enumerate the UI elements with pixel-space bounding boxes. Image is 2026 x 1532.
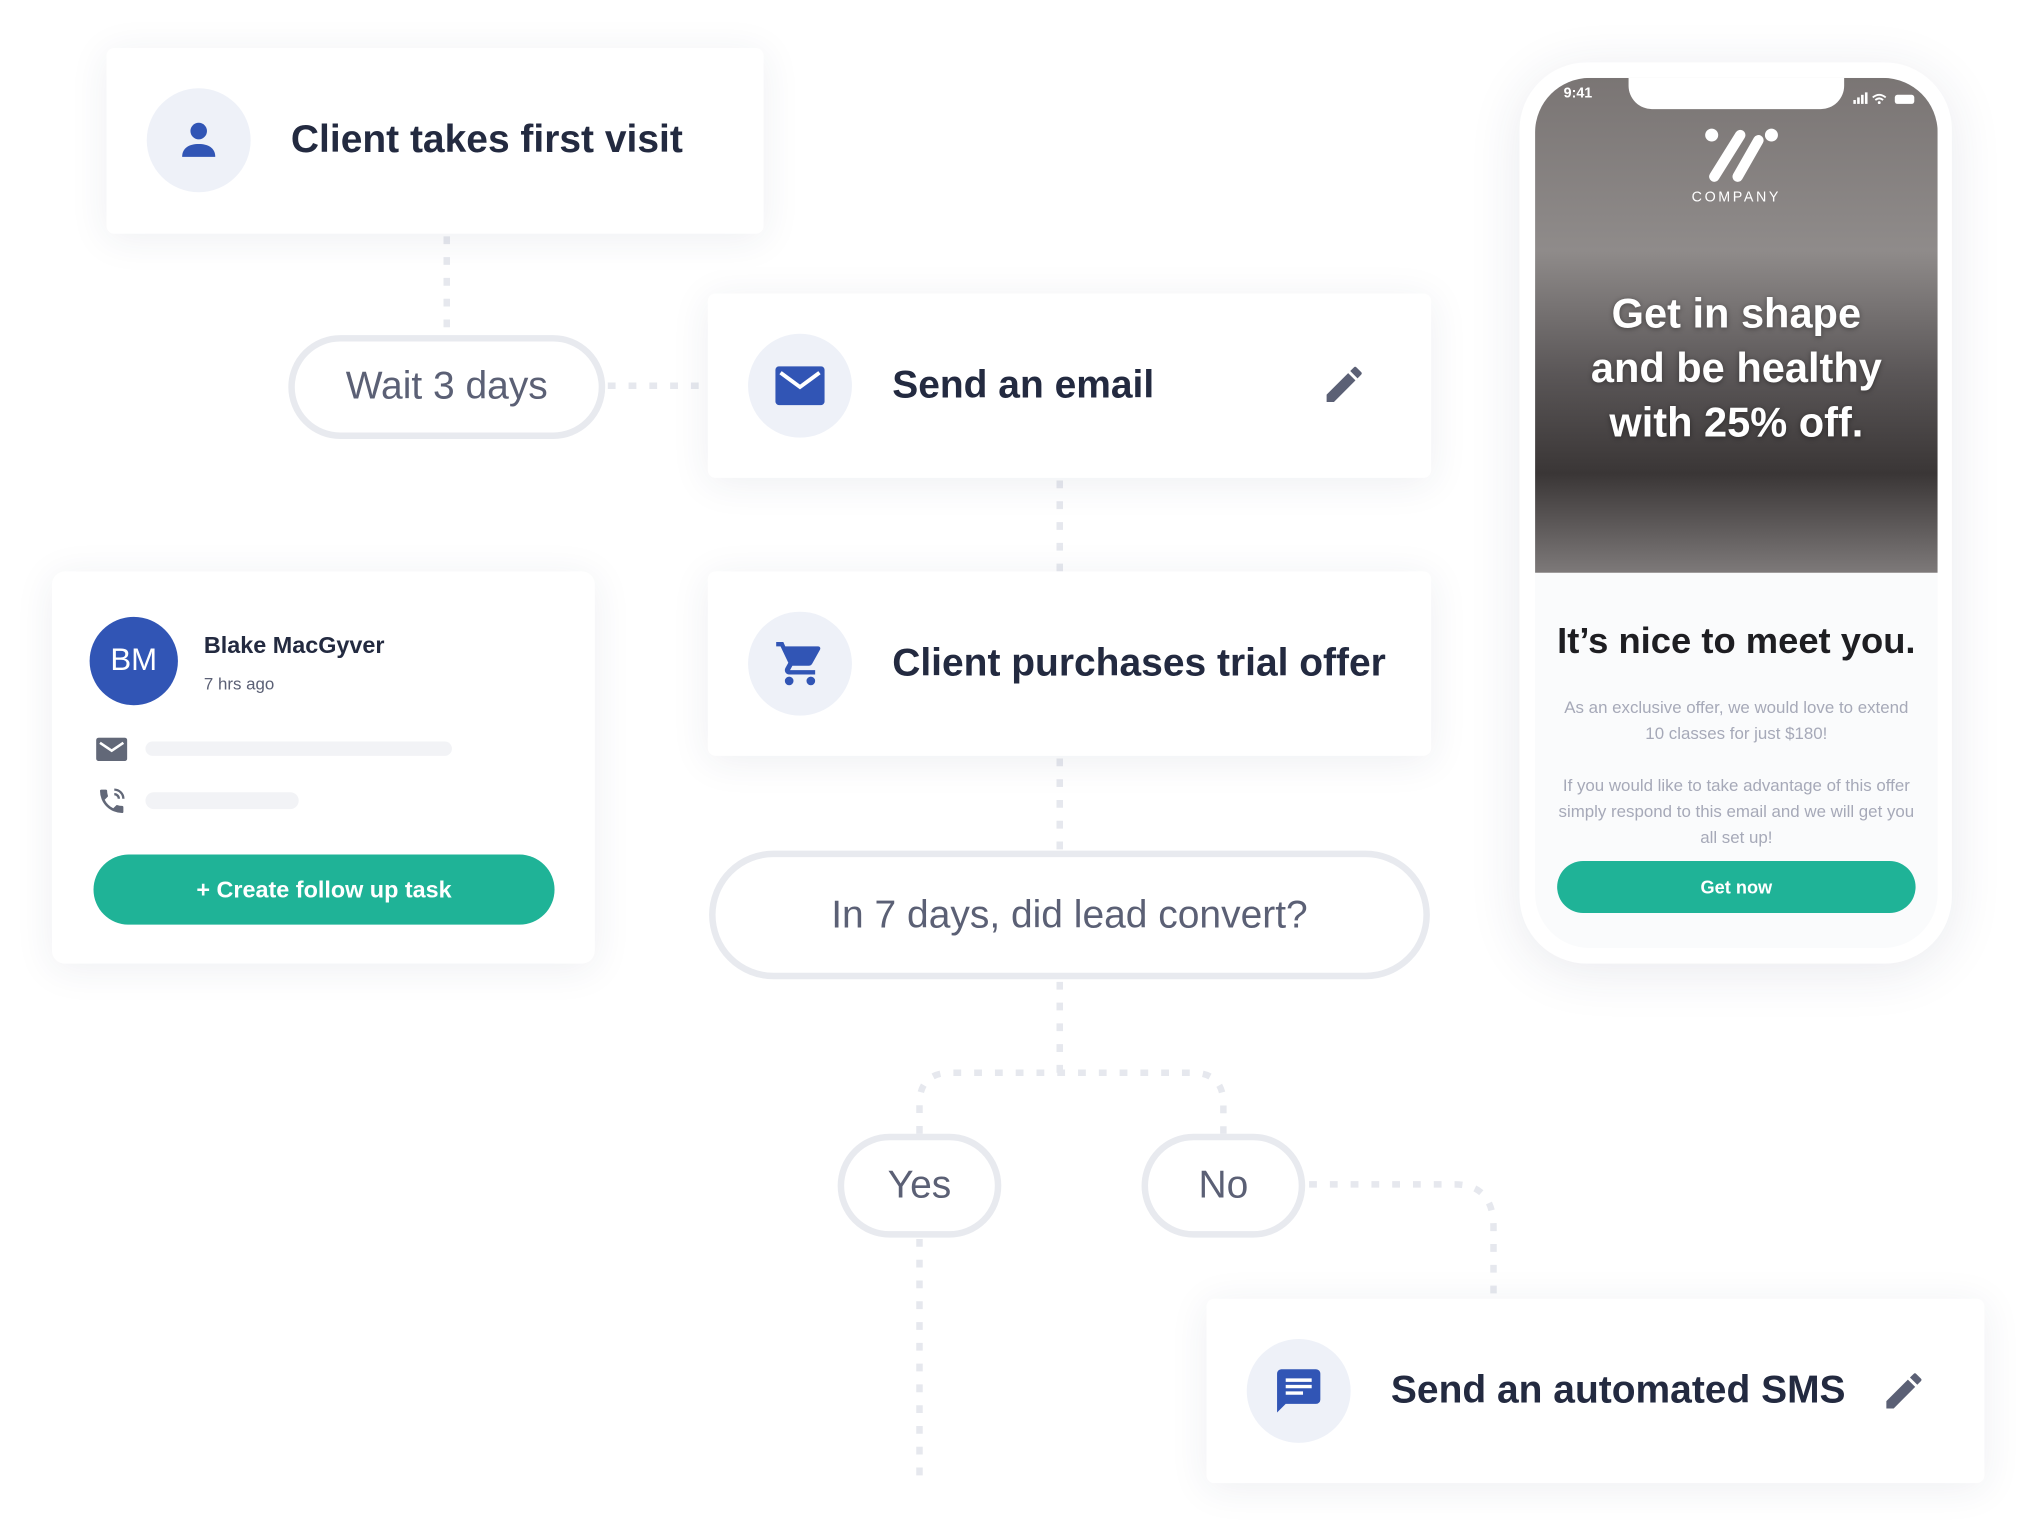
email-placeholder (145, 741, 452, 756)
no-pill[interactable]: No (1141, 1133, 1306, 1238)
yes-pill[interactable]: Yes (837, 1133, 1002, 1238)
hero-headline: Get in shape and be healthy with 25% off… (1590, 289, 1882, 446)
step-purchase[interactable]: Client purchases trial offer (707, 571, 1432, 756)
step-label: Send an email (892, 363, 1155, 407)
connector-line (1309, 1181, 1497, 1297)
envelope-icon (96, 737, 128, 768)
email-preview: 9:41 COMPANY Get in shape and be healthy… (1535, 77, 1938, 949)
email-paragraph: As an exclusive offer, we would love to … (1564, 697, 1909, 743)
connector-line (916, 1069, 1227, 1134)
step-label: Client takes first visit (290, 118, 683, 162)
wait-pill[interactable]: Wait 3 days (288, 335, 606, 439)
phone-mockup: 9:41 COMPANY Get in shape and be healthy… (1519, 62, 1952, 964)
phone-placeholder (145, 792, 299, 810)
contact-name: Blake MacGyver (203, 632, 385, 659)
question-pill[interactable]: In 7 days, did lead convert? (709, 850, 1430, 980)
email-paragraph: If you would like to take advantage of t… (1558, 775, 1915, 847)
pencil-icon[interactable] (1321, 361, 1368, 414)
gym-hero-image: 9:41 COMPANY Get in shape and be healthy… (1535, 77, 1938, 573)
contact-time: 7 hrs ago (203, 674, 275, 694)
company-logo (1701, 127, 1779, 191)
step-label: Client purchases trial offer (892, 641, 1386, 685)
get-now-button[interactable]: Get now (1557, 861, 1916, 913)
status-time: 9:41 (1563, 85, 1593, 102)
step-send-sms[interactable]: Send an automated SMS (1206, 1298, 1985, 1484)
email-title: It’s nice to meet you. (1557, 620, 1916, 662)
contact-card: BM Blake MacGyver 7 hrs ago + Create fol… (51, 571, 595, 964)
phone-icon (96, 786, 127, 824)
cart-icon (748, 611, 852, 716)
chat-icon (1246, 1338, 1351, 1443)
status-icons (1853, 88, 1918, 111)
phone-notch (1628, 77, 1845, 110)
step-first-visit[interactable]: Client takes first visit (106, 48, 764, 234)
company-name: COMPANY (1691, 189, 1782, 206)
step-send-email[interactable]: Send an email (707, 293, 1432, 478)
step-label: Send an automated SMS (1390, 1368, 1846, 1412)
person-icon (146, 88, 251, 193)
pencil-icon[interactable] (1881, 1368, 1928, 1421)
create-follow-up-task-button[interactable]: + Create follow up task (93, 854, 555, 925)
envelope-icon (748, 333, 852, 438)
avatar: BM (89, 616, 178, 706)
